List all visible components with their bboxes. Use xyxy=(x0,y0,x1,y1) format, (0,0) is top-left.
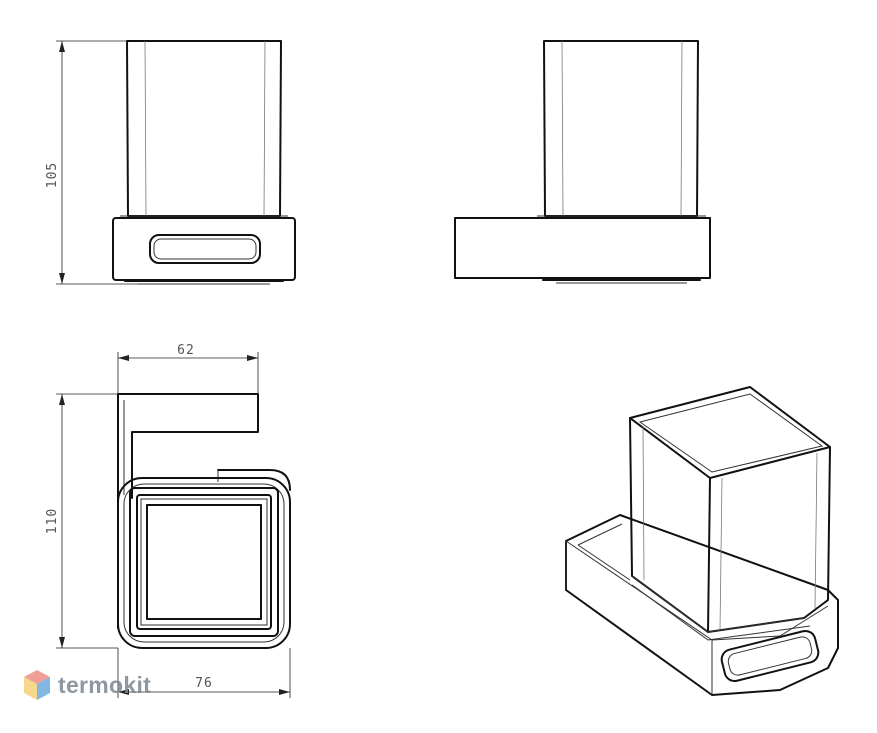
dimension-width-bottom: 76 xyxy=(117,648,291,698)
watermark: termokit xyxy=(22,668,151,702)
dimension-height-front: 105 xyxy=(45,40,138,285)
dimension-label-105: 105 xyxy=(45,162,60,188)
side-view xyxy=(454,40,711,284)
watermark-label: termokit xyxy=(58,671,152,698)
top-view: 62 110 76 xyxy=(45,343,291,698)
dimension-height-side: 110 xyxy=(45,393,118,649)
cube-logo-icon xyxy=(24,670,50,700)
isometric-view xyxy=(565,386,839,696)
dimension-label-76: 76 xyxy=(195,676,213,691)
dimension-label-110: 110 xyxy=(45,508,60,534)
dimension-label-62: 62 xyxy=(177,343,195,358)
dimension-depth-top: 62 xyxy=(117,343,259,394)
front-view: 105 xyxy=(45,40,296,285)
